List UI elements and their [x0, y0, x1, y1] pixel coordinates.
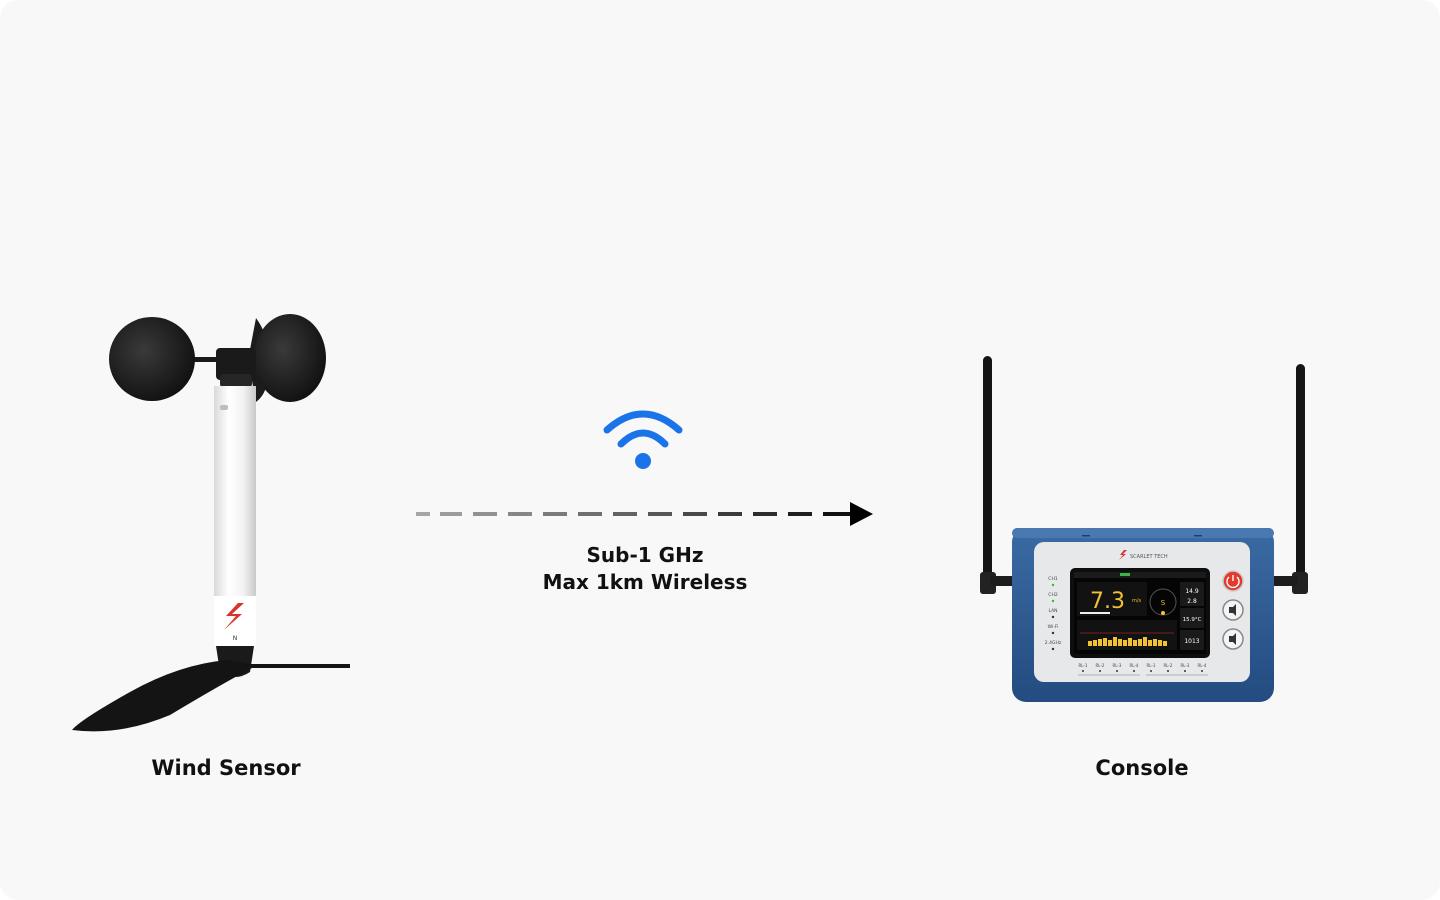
side-label-ch2: CH2 [1048, 592, 1058, 598]
screen-value-sub: 2.8 [1187, 598, 1197, 605]
relay-label-3: RL-3 [1113, 663, 1122, 668]
antenna-left [983, 356, 992, 588]
brand-logo-icon [1119, 550, 1127, 560]
relay-label-5: RL-1 [1147, 663, 1156, 668]
relay-label-8: RL-4 [1198, 663, 1207, 668]
sensor-mast [214, 386, 256, 606]
relay-label-2: RL-2 [1096, 663, 1105, 668]
side-label-lan: LAN [1048, 608, 1057, 614]
relay-label-4: RL-4 [1130, 663, 1139, 668]
wireless-link-arrow [416, 502, 873, 526]
relay-label-7: RL-3 [1181, 663, 1190, 668]
svg-text:N: N [233, 635, 238, 642]
side-label-wifi: Wi-Fi [1048, 624, 1059, 630]
screen-main-value: 7.3 [1090, 589, 1125, 614]
screen-pressure: 1013 [1184, 638, 1199, 645]
console-label: Console [1095, 756, 1189, 780]
antenna-right [1296, 364, 1305, 590]
relay-label-1: RL-1 [1079, 663, 1088, 668]
side-label-ch1: CH1 [1048, 576, 1058, 582]
side-label-24ghz: 2.4GHz [1045, 640, 1062, 646]
sensor-logo-icon [224, 603, 244, 630]
wind-sensor-label: Wind Sensor [151, 756, 301, 780]
console-brand: SCARLET TECH [1130, 554, 1168, 560]
screen-main-unit: m/s [1132, 598, 1142, 604]
screen-compass-dir: S [1161, 599, 1166, 607]
wind-sensor-illustration: N [72, 314, 350, 732]
anemometer-cup-left [109, 317, 195, 401]
wifi-icon [603, 410, 683, 469]
link-range: Max 1km Wireless [542, 570, 748, 594]
relay-label-6: RL-2 [1164, 663, 1173, 668]
link-frequency: Sub-1 GHz [586, 543, 704, 567]
wind-vane [72, 660, 350, 732]
screen-value-top: 14.9 [1185, 588, 1199, 595]
console-illustration: SCARLET TECH CH1 CH2 LAN Wi-Fi 2.4GHz 7.… [980, 356, 1308, 702]
screen-temperature: 15.9°C [1183, 617, 1202, 623]
link-caption: Sub-1 GHz Max 1km Wireless [480, 542, 810, 596]
